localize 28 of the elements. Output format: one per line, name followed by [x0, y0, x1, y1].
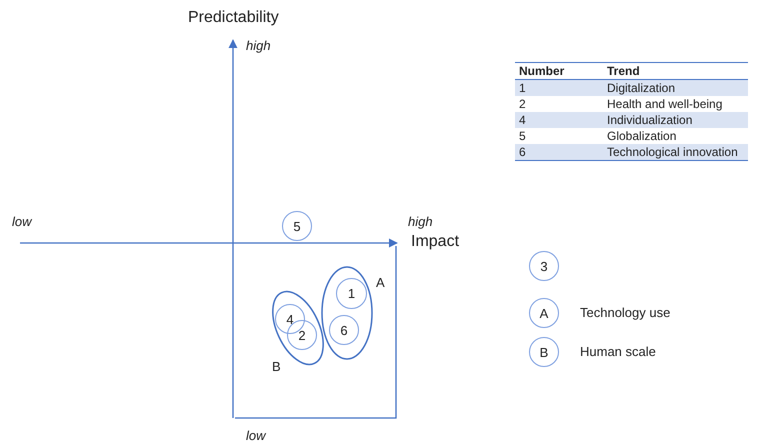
- table-cell: 4: [515, 112, 603, 128]
- number-circle: 3: [529, 251, 559, 281]
- table-cell: Globalization: [603, 128, 748, 144]
- table-header: Trend: [603, 62, 748, 80]
- number-circle: 1: [336, 278, 367, 309]
- table-cell: Health and well-being: [603, 96, 748, 112]
- table-cell: 1: [515, 80, 603, 96]
- table-cell: Digitalization: [603, 80, 748, 96]
- legend-circle: B: [529, 337, 559, 367]
- number-circle: 5: [282, 211, 312, 241]
- axis-title: Impact: [411, 233, 460, 251]
- table-cell: Technological innovation: [603, 144, 748, 160]
- table-cell: 2: [515, 96, 603, 112]
- legend-text: Human scale: [580, 344, 656, 359]
- cluster-letter: B: [272, 359, 281, 374]
- table-cell: 5: [515, 128, 603, 144]
- legend-circle: A: [529, 298, 559, 328]
- table-cell: 6: [515, 144, 603, 160]
- axis-tick-label: low: [12, 214, 32, 229]
- axis-title: Predictability: [188, 9, 279, 27]
- table-cell: Individualization: [603, 112, 748, 128]
- legend-text: Technology use: [580, 305, 670, 320]
- axis-tick-label: high: [408, 214, 433, 229]
- axis-tick-label: low: [246, 428, 266, 443]
- cluster-letter: A: [376, 275, 385, 290]
- table-header: Number: [515, 62, 603, 80]
- number-circle: 6: [329, 315, 359, 345]
- axis-tick-label: high: [246, 38, 271, 53]
